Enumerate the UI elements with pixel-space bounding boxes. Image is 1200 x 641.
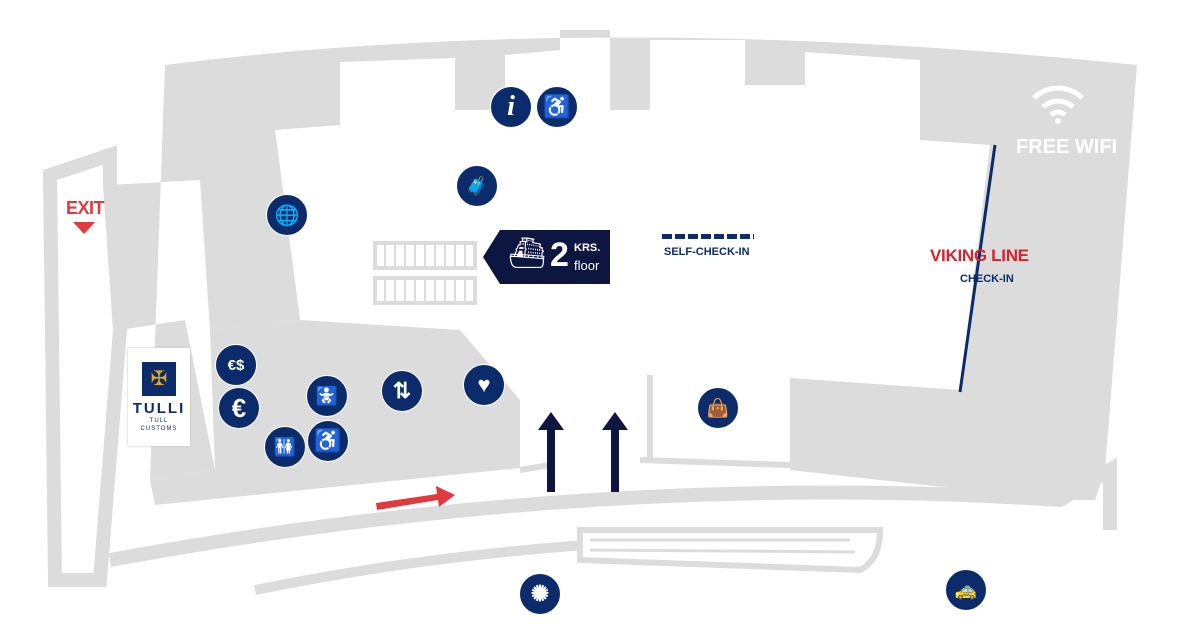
customs-sign: ✠ TULLI TULL CUSTOMS [128, 348, 190, 446]
floor-number: 2 [550, 236, 569, 274]
escalators [373, 241, 477, 305]
self-checkin-dashes [662, 234, 754, 239]
self-checkin-label: SELF-CHECK-IN [664, 246, 750, 258]
wifi-icon [1032, 85, 1084, 124]
floor-krs-label: KRS. [574, 242, 601, 254]
customs-line2: TULL [149, 418, 169, 424]
floor-label: floor [574, 258, 600, 273]
exit-arrow-icon [73, 222, 95, 234]
baby-changing-icon[interactable]: 🚼 [306, 375, 348, 417]
viking-line-divider [958, 144, 997, 393]
luggage-storage-icon[interactable]: 🧳 [456, 165, 498, 207]
outer-wall [108, 457, 1117, 567]
customs-line3: CUSTOMS [140, 426, 178, 432]
wheelchair-assistance-icon[interactable]: ♿ [536, 86, 578, 128]
shop-icon[interactable]: 👜 [697, 387, 739, 429]
information-icon[interactable]: i [490, 86, 532, 128]
floor-sign [483, 230, 610, 284]
elevator-icon[interactable]: ⇅ [381, 370, 423, 412]
viking-line-label: VIKING LINE [930, 246, 1029, 265]
defibrillator-icon[interactable]: ♥ [463, 364, 505, 406]
entrance-wall [519, 462, 551, 473]
inner-wall [639, 375, 791, 468]
entrance-arrow-left [538, 412, 564, 492]
customs-title: TULLI [132, 400, 186, 417]
viking-checkin-label: CHECK-IN [960, 273, 1014, 285]
exit-direction-arrow [376, 486, 455, 510]
atm-euro-icon[interactable]: € [218, 387, 260, 429]
taxi-icon[interactable]: 🚕 [945, 569, 987, 611]
entrance-step-lines [589, 538, 856, 554]
accessible-toilet-icon[interactable]: ♿ [307, 420, 349, 462]
customs-emblem-icon: ✠ [142, 362, 176, 396]
ship-icon: ⛴ [508, 237, 547, 270]
free-wifi-label: FREE WIFI [1016, 136, 1118, 158]
entrance-arrow-right [602, 412, 628, 492]
tram-network-icon[interactable]: ✺ [519, 573, 561, 615]
toilets-icon[interactable]: 🚻 [264, 426, 306, 468]
exit-label: EXIT [66, 198, 105, 218]
currency-exchange-icon[interactable]: €$ [215, 344, 257, 386]
exit-corridor [42, 145, 128, 587]
globe-icon[interactable]: 🌐 [266, 194, 308, 236]
